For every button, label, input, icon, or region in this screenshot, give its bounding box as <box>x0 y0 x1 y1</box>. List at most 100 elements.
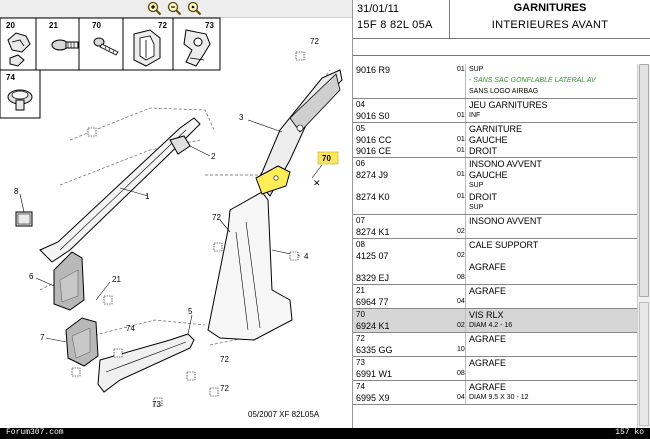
row-line: AGRAFE <box>353 334 637 345</box>
callout-8[interactable]: 8 <box>14 187 19 196</box>
zoom-out-icon[interactable] <box>167 1 182 16</box>
scrollbar-track-lower[interactable] <box>639 302 649 426</box>
item-number: 04 <box>356 100 365 109</box>
header-rule <box>353 55 650 56</box>
zoom-in-icon[interactable] <box>147 1 162 16</box>
zoom-fit-icon[interactable] <box>187 1 202 16</box>
part-description: SANS LOGO AIRBAG <box>469 88 539 95</box>
column-divider <box>465 123 466 157</box>
scrollbar-thumb[interactable] <box>639 64 649 297</box>
thumb-72[interactable]: 72 <box>133 21 167 67</box>
part-description: AGRAFE <box>469 286 507 296</box>
part-quantity: 02 <box>457 252 465 259</box>
callout-21[interactable]: 21 <box>112 275 121 284</box>
row-line: AGRAFE <box>353 286 637 297</box>
part-1-a-pillar-trim[interactable] <box>39 117 201 263</box>
row-line: INSONO AVVENT <box>353 159 637 170</box>
part-reference[interactable]: 8274 J9 <box>356 170 389 180</box>
part-description: DROIT <box>469 146 497 156</box>
part-quantity: 01 <box>457 147 465 154</box>
part-reference[interactable]: 8329 EJ <box>356 273 390 283</box>
callout-70[interactable]: 70 <box>322 154 331 163</box>
table-scrollbar[interactable] <box>637 64 650 428</box>
callout-2[interactable]: 2 <box>211 152 216 161</box>
part-description: AGRAFE <box>469 358 507 368</box>
svg-text:74: 74 <box>6 73 15 82</box>
part-quantity: 04 <box>457 394 465 401</box>
callout-4[interactable]: 4 <box>304 252 309 261</box>
part-description: AGRAFE <box>469 382 507 392</box>
thumb-74[interactable]: 74 <box>6 73 33 111</box>
part-description: AGRAFE <box>469 334 507 344</box>
callout-72-mid[interactable]: 72 <box>212 213 221 222</box>
part-reference[interactable]: 9016 CC <box>356 135 392 145</box>
part-2-clip[interactable] <box>169 135 191 155</box>
header-rule <box>353 38 650 39</box>
callout-6[interactable]: 6 <box>29 272 34 281</box>
part-reference[interactable]: 6335 GG <box>356 345 393 355</box>
part-description: INSONO AVVENT <box>469 159 542 169</box>
callout-72-bottom[interactable]: 72 <box>220 384 229 393</box>
part-description: DIAM 9.5 X 30 - 12 <box>469 394 529 401</box>
part-3-upper-pillar-trim[interactable] <box>257 69 343 197</box>
thumb-20[interactable]: 20 <box>6 21 31 67</box>
callout-73[interactable]: 73 <box>152 400 161 409</box>
part-reference[interactable]: 4125 07 <box>356 251 389 261</box>
callout-3[interactable]: 3 <box>239 113 244 122</box>
part-70-highlight[interactable] <box>255 151 339 195</box>
row-line: SANS LOGO AIRBAG <box>353 87 637 98</box>
part-quantity: 02 <box>457 322 465 329</box>
part-quantity: 01 <box>457 112 465 119</box>
column-divider <box>465 64 466 98</box>
callout-7[interactable]: 7 <box>40 333 45 342</box>
part-5-sill-trim[interactable] <box>97 333 195 393</box>
callout-72-low[interactable]: 72 <box>220 355 229 364</box>
svg-text:20: 20 <box>6 21 15 30</box>
part-quantity: 02 <box>457 228 465 235</box>
part-reference[interactable]: 8274 K1 <box>356 227 390 237</box>
part-reference[interactable]: 9016 S0 <box>356 111 390 121</box>
part-reference[interactable]: 6964 77 <box>356 297 389 307</box>
row-line: 6995 X9 04 DIAM 9.5 X 30 - 12 <box>353 393 637 404</box>
part-reference[interactable]: 6995 X9 <box>356 393 390 403</box>
callout-1[interactable]: 1 <box>145 192 150 201</box>
part-reference[interactable]: 6924 K1 <box>356 321 390 331</box>
callout-5[interactable]: 5 <box>188 307 193 316</box>
footer-site: Forum307.com <box>6 428 64 437</box>
row-line: JEU GARNITURES <box>353 100 637 111</box>
part-7-insono[interactable] <box>65 317 99 367</box>
row-line: 8274 K1 02 <box>353 227 637 238</box>
row-line: INSONO AVVENT <box>353 216 637 227</box>
callout-72-top[interactable]: 72 <box>310 37 319 46</box>
part-reference[interactable]: 9016 R9 <box>356 65 391 75</box>
part-4-b-pillar-trim[interactable] <box>207 191 293 341</box>
part-6-insono[interactable] <box>53 251 85 311</box>
part-8-pad[interactable] <box>15 211 33 227</box>
part-reference[interactable]: 8274 K0 <box>356 192 390 202</box>
thumb-73[interactable]: 73 <box>183 21 214 67</box>
catalog-code: 15F 8 82L 05A <box>357 19 433 31</box>
callout-74[interactable]: 74 <box>126 324 135 333</box>
item-number: 05 <box>356 124 365 133</box>
row-line: SUP <box>353 181 637 192</box>
part-reference[interactable]: 6991 W1 <box>356 369 393 379</box>
part-reference[interactable]: 9016 CE <box>356 146 392 156</box>
thumb-70[interactable]: 70 <box>92 21 119 56</box>
hook-clip-icon <box>183 29 211 67</box>
catalog-title: GARNITURES <box>513 2 587 14</box>
thumb-21[interactable]: 21 <box>49 21 79 51</box>
